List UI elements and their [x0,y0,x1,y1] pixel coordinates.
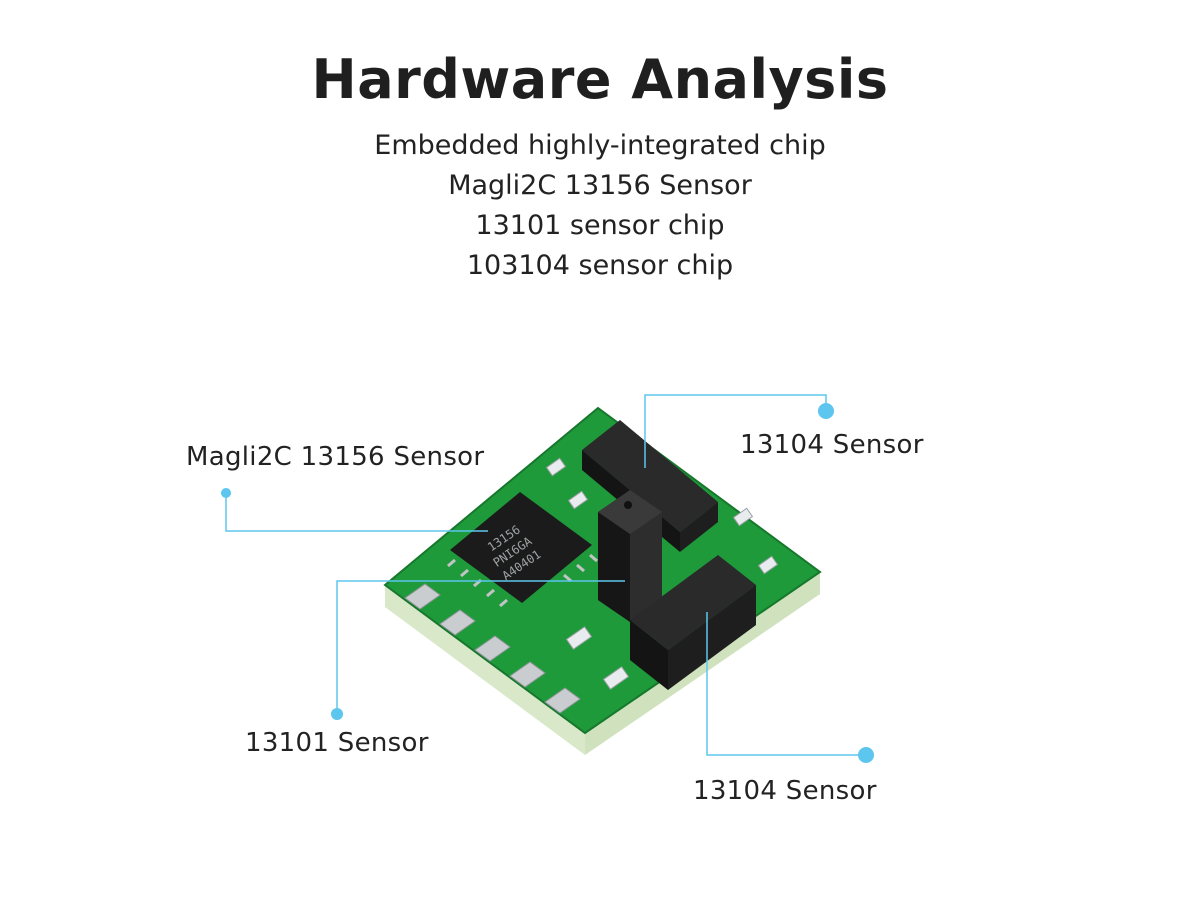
callout-label-13104-top: 13104 Sensor [740,430,924,460]
callout-dot-13104-bottom [858,747,874,763]
callout-dot-13104-top [818,403,834,419]
subtitle-block: Embedded highly-integrated chip Magli2C … [0,126,1200,286]
callout-label-13104-bottom: 13104 Sensor [693,776,877,806]
magli2c-13156-chip: 13156 PNI6GA A40401 [447,492,598,608]
subtitle-line-1: Embedded highly-integrated chip [374,130,826,161]
callout-label-13101: 13101 Sensor [245,728,429,758]
sensor-13104-bottom [630,555,756,690]
subtitle-line-3: 13101 sensor chip [475,210,725,241]
subtitle-line-4: 103104 sensor chip [466,250,734,281]
callout-dot-13101 [331,708,343,720]
callout-dot-magli [221,488,231,498]
callout-dots [221,403,874,763]
callout-lines [225,394,866,756]
sensor-13101-block [598,490,662,622]
callout-label-magli2c: Magli2C 13156 Sensor [186,442,485,472]
page-title: Hardware Analysis [311,48,889,111]
subtitle-line-2: Magli2C 13156 Sensor [448,170,752,201]
